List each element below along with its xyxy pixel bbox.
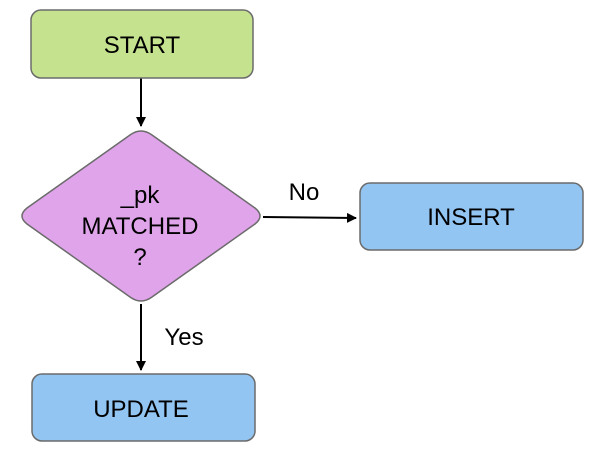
edge-decision-to-insert [262,212,357,223]
insert-node: INSERT [359,182,584,251]
insert-node-box [359,182,584,251]
edge-label-no: No [289,179,320,206]
edge-label-yes: Yes [164,324,203,351]
start-node-label: START [104,32,181,59]
decision-node: _pk MATCHED ? [21,130,261,302]
decision-node-label-line-2: MATCHED [82,213,199,240]
update-node-label: UPDATE [93,396,189,423]
decision-node-label-line-3: ? [133,244,146,271]
update-node: UPDATE [31,373,256,442]
decision-node-diamond [21,130,261,302]
update-node-box [31,373,256,442]
start-node-box [30,9,254,79]
decision-node-label-line-1: _pk [120,182,161,209]
start-node: START [30,9,254,79]
insert-node-label: INSERT [427,204,515,231]
